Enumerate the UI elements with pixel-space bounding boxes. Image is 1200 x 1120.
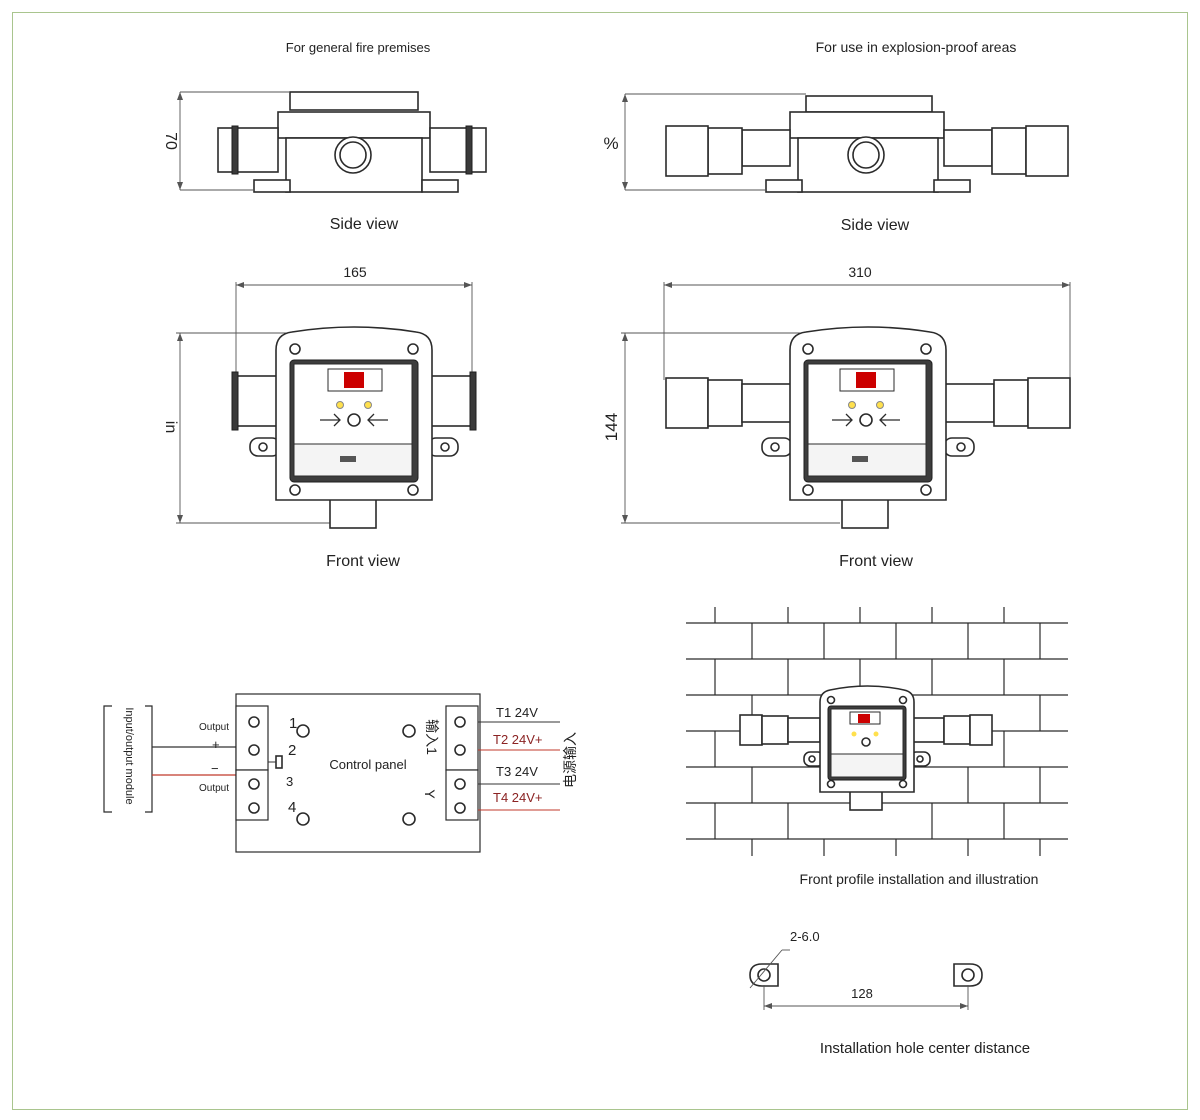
caption-install-profile: Front profile installation and illustrat… <box>800 871 1039 887</box>
figure-frame <box>12 12 1188 1110</box>
side-view-left: 70 <box>162 91 487 193</box>
t4-label: T4 24V+ <box>493 790 543 805</box>
dim-front-right-width: 310 <box>848 264 872 280</box>
minus-label: − <box>211 761 219 776</box>
dim-front-left-width: 165 <box>343 264 367 280</box>
control-panel-label: Control panel <box>329 757 406 772</box>
caption-front-view-right: Front view <box>839 553 913 570</box>
dim-side-left-height: 70 <box>162 132 179 150</box>
title-left: For general fire premises <box>286 40 431 55</box>
wall-installation <box>686 607 1068 856</box>
output-top-label: Output <box>199 722 229 733</box>
t1-label: T1 24V <box>496 705 538 720</box>
caption-side-view-right: Side view <box>841 217 910 234</box>
t3-label: T3 24V <box>496 764 538 779</box>
front-view-right: 310 144 <box>602 264 1071 529</box>
hole-distance-label: 128 <box>851 986 873 1001</box>
output-bottom-label: Output <box>199 783 229 794</box>
dim-front-right-height: 144 <box>602 413 621 441</box>
title-right: For use in explosion-proof areas <box>816 39 1017 55</box>
t2-label: T2 24V+ <box>493 732 543 747</box>
hole-spec-label: 2-6.0 <box>790 929 820 944</box>
input-y-label: Y <box>422 789 438 799</box>
side-view-right: % <box>603 93 1069 193</box>
control-panel-box <box>235 693 481 853</box>
plus-label: + <box>212 737 220 752</box>
pin-4: 4 <box>288 799 296 816</box>
wiring-diagram: Input/output module Output + − Output 1 … <box>103 693 578 853</box>
dim-front-left-height: in <box>162 421 179 433</box>
caption-hole-distance: Installation hole center distance <box>820 1040 1030 1057</box>
installation-holes: 2-6.0 128 <box>749 929 983 1010</box>
caption-side-view-left: Side view <box>330 216 399 233</box>
module-label: Input/output module <box>123 707 135 804</box>
caption-front-view-left: Front view <box>326 553 400 570</box>
front-view-left: 165 in <box>162 264 477 529</box>
pin-3: 3 <box>286 774 293 789</box>
dim-side-right-height: % <box>603 134 618 153</box>
input1-label: 输入1 <box>424 719 440 755</box>
pin-1: 1 <box>289 715 297 732</box>
pin-2: 2 <box>288 742 296 759</box>
power-input-label: 电源输入 <box>562 732 578 788</box>
